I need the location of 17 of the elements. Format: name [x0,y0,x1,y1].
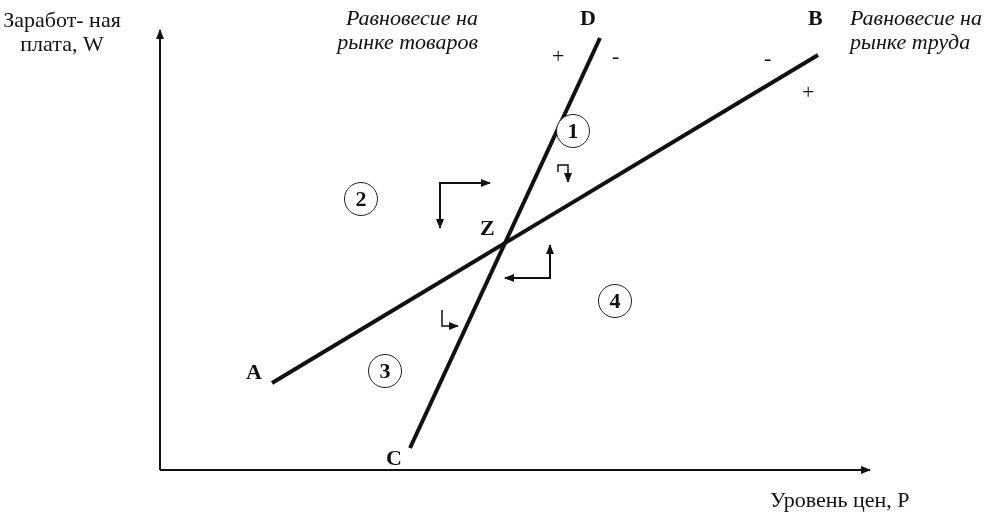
point-label: C [386,446,402,470]
point-label: B [808,6,823,30]
sign-mark: + [552,44,565,68]
sign-mark: - [764,46,772,70]
region-number: 4 [598,284,632,318]
sign-mark: - [612,44,620,68]
sign-mark: + [802,80,815,104]
region-number: 2 [344,182,378,216]
region-number: 3 [368,354,402,388]
point-label: D [580,6,596,30]
region-number: 1 [556,114,590,148]
point-label: A [246,360,262,384]
point-label: Z [480,216,495,240]
curve-label: Равновесие на рынке товаров [335,6,478,54]
axis-label: Уровень цен, P [770,488,910,512]
axis-label: Заработ- ная плата, W [2,8,122,56]
curve-label: Равновесие на рынке труда [850,6,984,54]
